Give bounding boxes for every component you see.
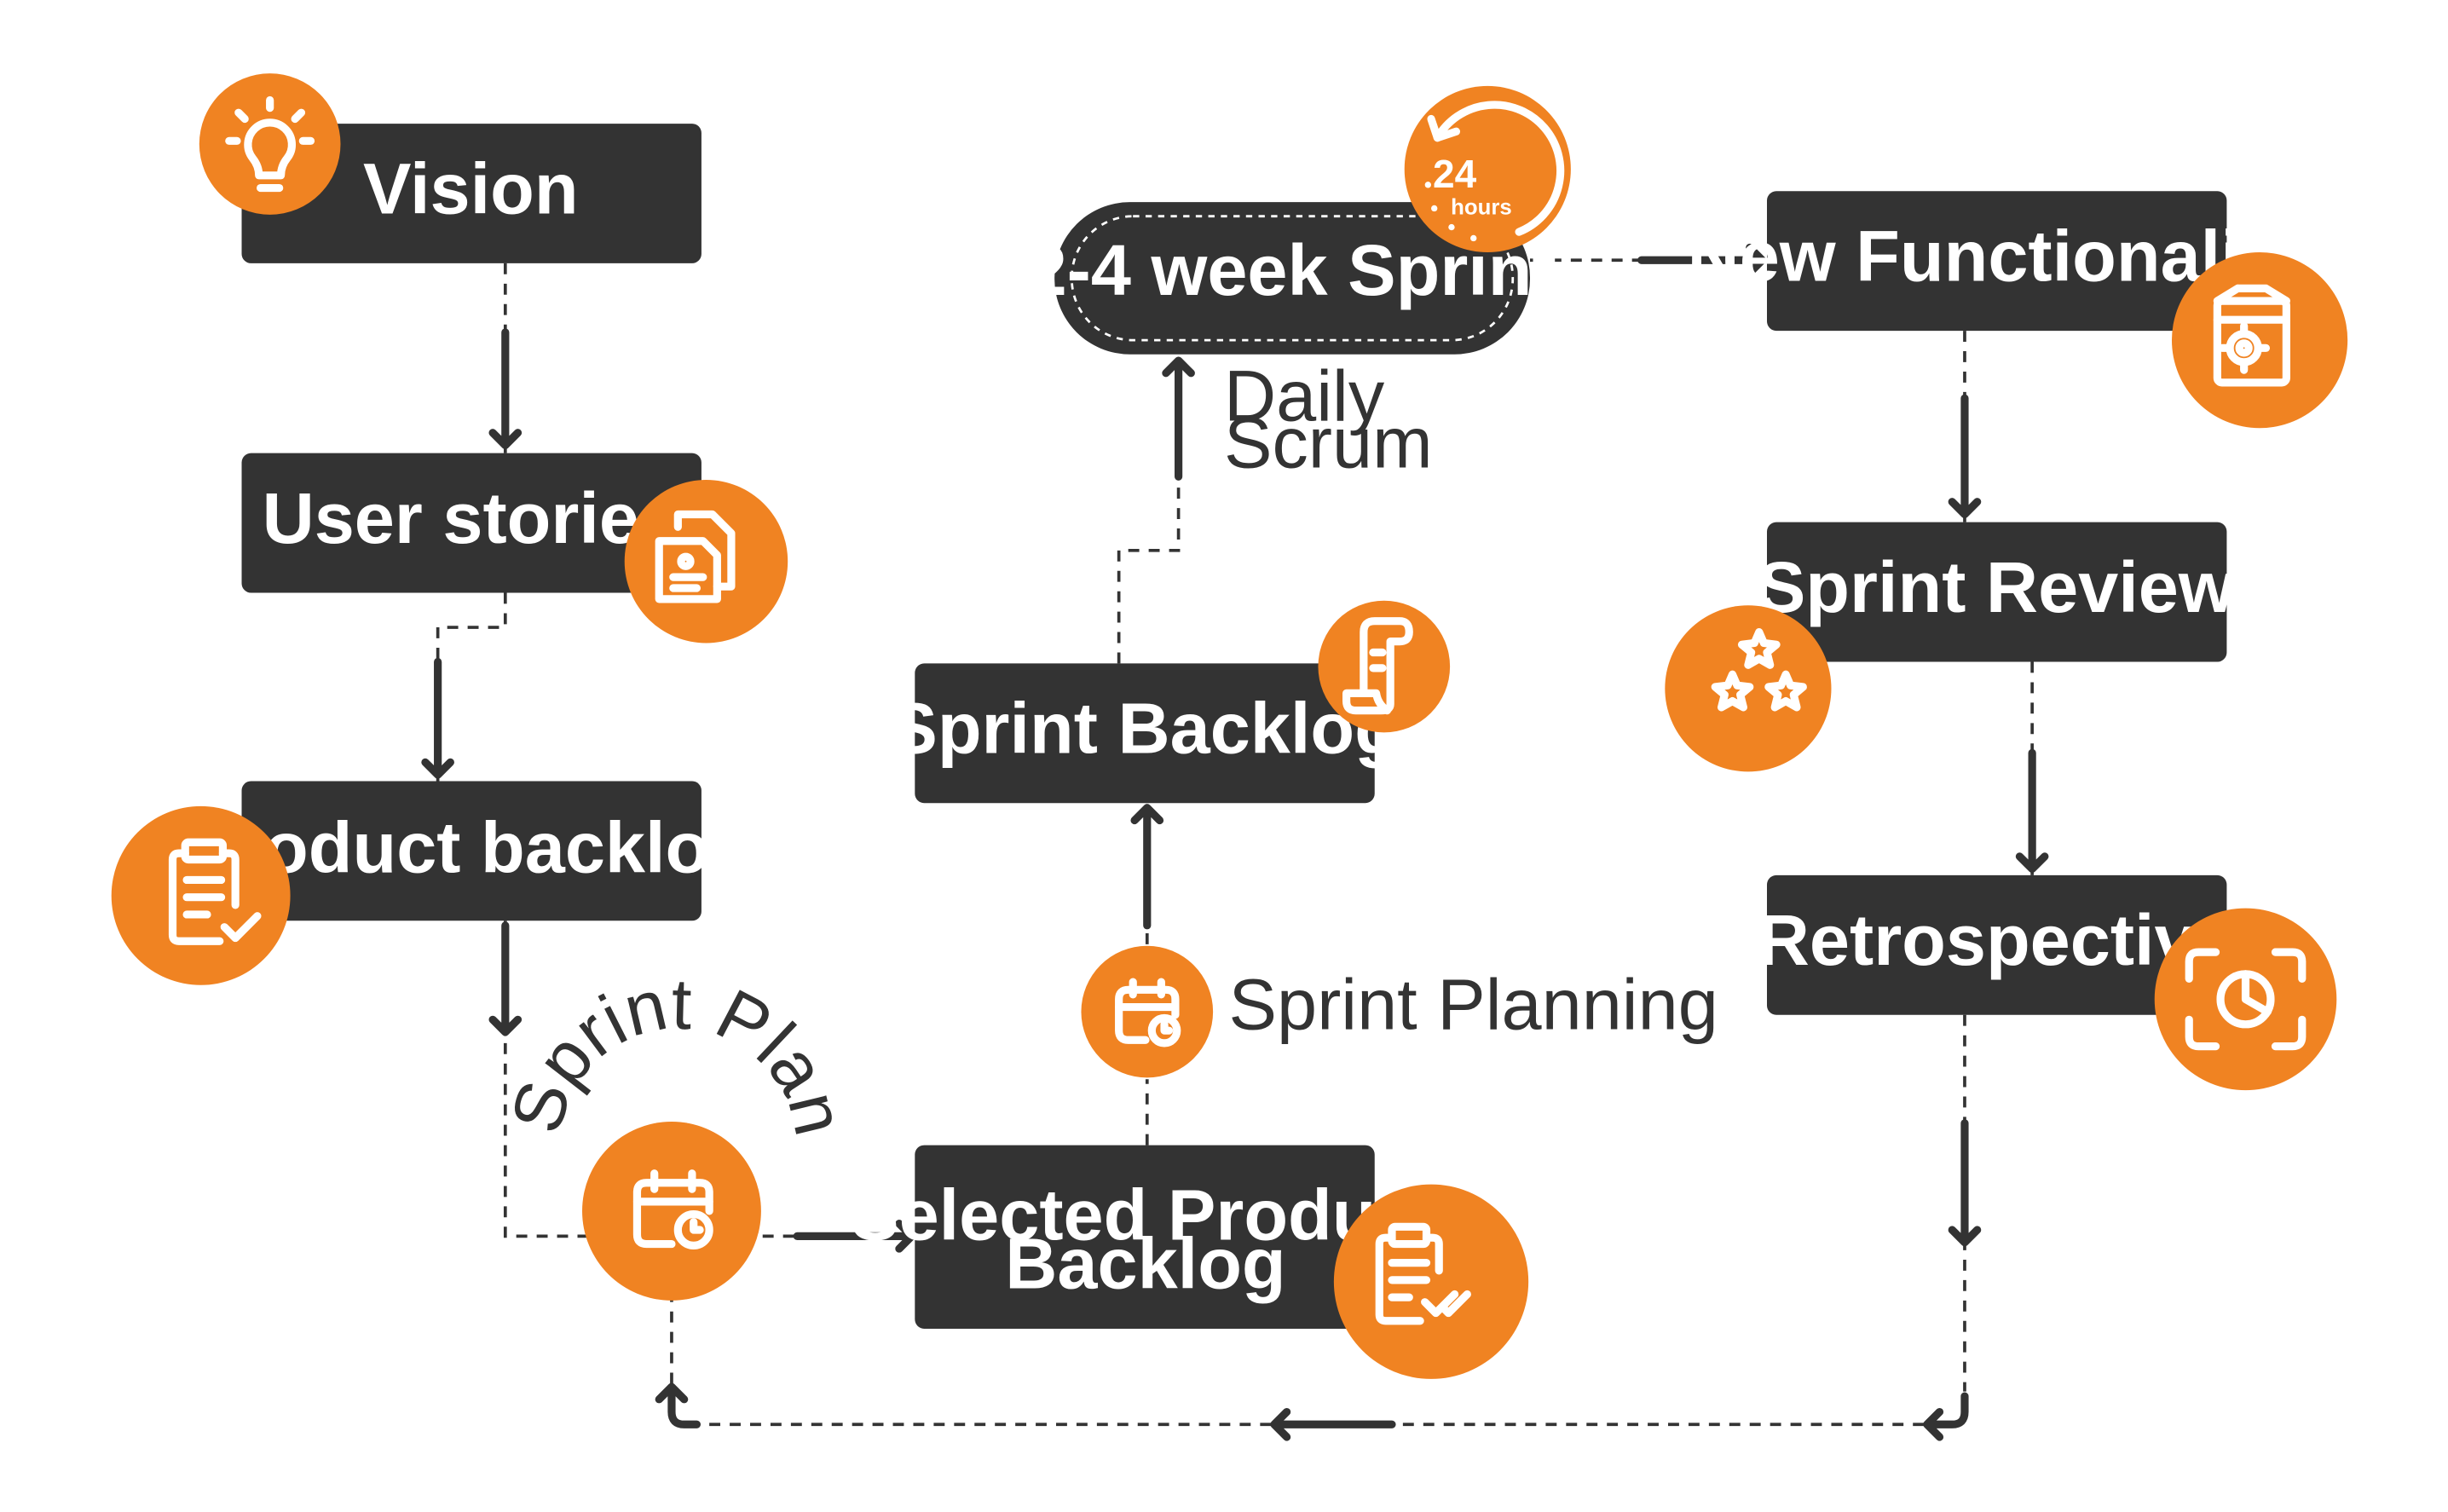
retrospective-box <box>1766 874 2227 1015</box>
scroll-icon <box>1318 600 1451 733</box>
arrow-planning2-sprintbacklog <box>1130 804 1164 930</box>
badge-hours-label: hours <box>1451 195 1512 219</box>
connector-userstories-productbacklog <box>436 592 507 782</box>
arrow-retrospective-down <box>1948 1119 1982 1247</box>
selected-product-backlog-label-line2: Backlog <box>1005 1222 1285 1303</box>
selected-product-backlog-box <box>915 1145 1375 1329</box>
vision-box <box>241 124 701 263</box>
arrow-loop-bottom <box>1270 1407 1396 1441</box>
connector-sprintbacklog-sprint <box>1117 357 1181 664</box>
sprint-pill <box>1054 202 1530 355</box>
arrow-sprint-newfunctionality <box>1637 243 1767 277</box>
arrow-daily-scrum <box>1162 356 1195 481</box>
arrow-productbacklog-down <box>488 921 523 1036</box>
user-stories-box <box>241 453 701 593</box>
package-gear-icon <box>2171 252 2348 429</box>
clipboard-check-icon <box>111 805 291 985</box>
selected-product-backlog-node[interactable]: Selected Product Backlog <box>851 1145 1441 1329</box>
sprint-planning-label: Sprint Planning <box>1229 964 1718 1045</box>
retrospective-label: Retrospective <box>1758 899 2235 980</box>
retrospective-node[interactable]: Retrospective <box>1758 874 2235 1015</box>
arrow-userstories-productbacklog <box>421 657 454 779</box>
stars-icon <box>1665 605 1832 772</box>
sprint-backlog-label: Sprint Backlog <box>889 688 1399 769</box>
user-stories-node[interactable]: User stories <box>241 453 701 593</box>
calendar-clock-icon <box>582 1121 761 1301</box>
vision-node[interactable]: Vision <box>241 124 701 263</box>
sprint-review-node[interactable]: Sprint Review <box>1758 522 2236 662</box>
arrow-newfunctionality-review <box>1948 394 1982 519</box>
connectors <box>421 243 2049 1441</box>
new-functionality-box <box>1766 191 2227 332</box>
clipboard-double-check-icon <box>1333 1184 1529 1379</box>
badge-24-number: 24 <box>1433 152 1477 196</box>
sprint-review-box <box>1766 522 2227 662</box>
daily-scrum-label-line2: Scrum <box>1224 402 1433 483</box>
sprint-pill-dashed-border <box>1071 215 1515 342</box>
sprint-node[interactable]: 2-4 week Sprint <box>1027 202 1556 355</box>
lightbulb-icon <box>199 73 341 215</box>
arrow-planning-selected <box>793 1220 916 1253</box>
arrow-vision-userstories <box>488 328 523 450</box>
sprint-review-label: Sprint Review <box>1758 546 2236 627</box>
clock-24-icon: 24 hours <box>1404 85 1571 253</box>
arrow-loop-corner-left <box>655 1382 701 1428</box>
pie-chart-scan-icon <box>2154 908 2337 1091</box>
user-stories-label: User stories <box>263 477 679 558</box>
arrow-review-retrospective <box>2015 748 2049 874</box>
documents-icon <box>624 479 788 643</box>
vision-label: Vision <box>363 147 579 228</box>
selected-product-backlog-label-line1: Selected Product <box>851 1174 1441 1255</box>
product-backlog-box <box>241 781 701 921</box>
sprint-backlog-box <box>915 663 1375 804</box>
calendar-clock-icon-center <box>1081 945 1214 1078</box>
sprint-backlog-node[interactable]: Sprint Backlog <box>889 663 1399 804</box>
daily-scrum-label-line1: Daily <box>1224 355 1385 436</box>
arrow-loop-corner-right <box>1923 1392 1969 1441</box>
